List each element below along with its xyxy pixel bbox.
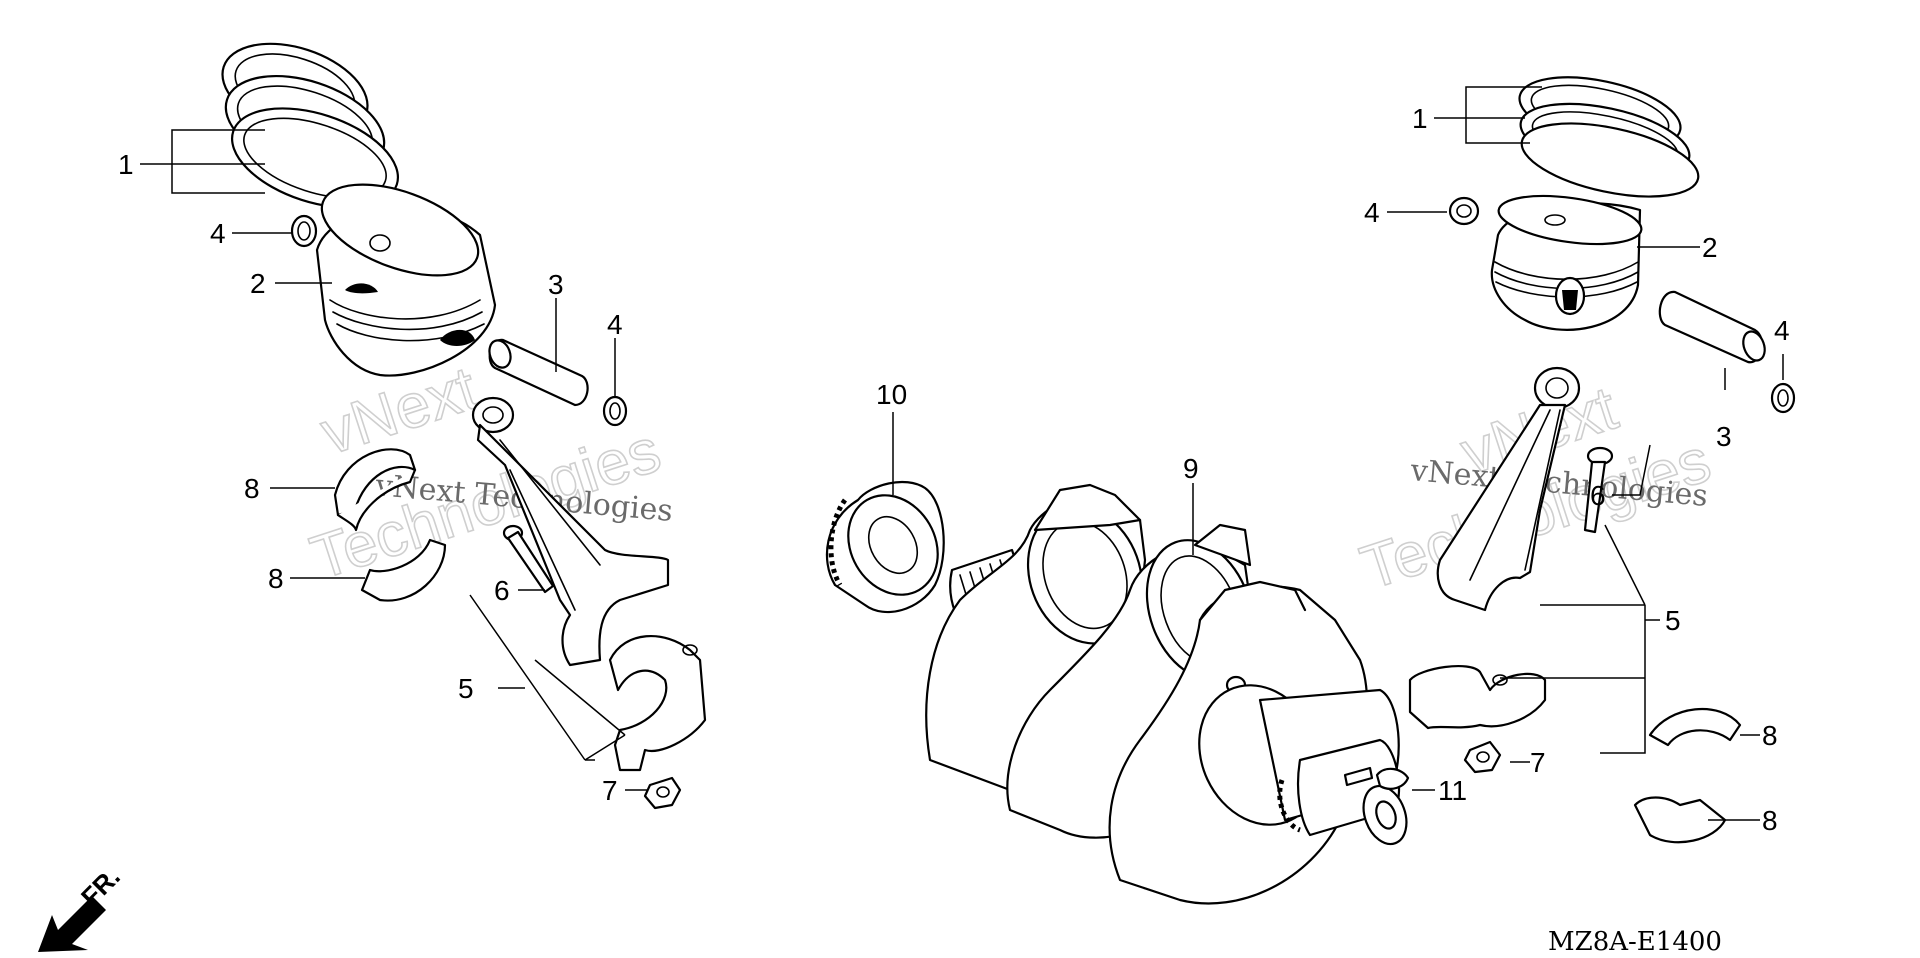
right-leader-lines: [1387, 86, 1784, 821]
right-bearing-upper: [1648, 707, 1742, 747]
right-rod-nut: [1463, 740, 1502, 774]
callout-left-5: 5: [458, 673, 474, 704]
right-circlip-upper: [1448, 196, 1480, 226]
callout-center-9: 9: [1183, 453, 1199, 484]
right-rod-bolt: [1583, 446, 1614, 534]
left-circlip-upper: [290, 214, 318, 248]
callout-left-2: 2: [250, 268, 266, 299]
center-leader-lines: [892, 412, 1435, 791]
right-piston-pin: [1658, 290, 1766, 364]
callout-left-1: 1: [118, 149, 134, 180]
right-circlip-lower: [1770, 382, 1796, 414]
callout-left-4b: 4: [607, 309, 623, 340]
front-direction-indicator: FR.: [38, 861, 126, 952]
callout-left-3: 3: [548, 269, 564, 300]
left-piston-rings: [221, 42, 400, 209]
front-direction-label: FR.: [75, 861, 126, 912]
woodruff-key: [1375, 767, 1410, 790]
callout-left-7: 7: [602, 775, 618, 806]
callout-left-8a: 8: [244, 473, 260, 504]
callout-right-7: 7: [1530, 747, 1546, 778]
left-circlip-lower: [602, 395, 628, 427]
callout-right-4a: 4: [1364, 197, 1380, 228]
left-rod-cap: [608, 634, 707, 772]
callout-right-3: 3: [1716, 421, 1732, 452]
left-bearing-upper: [333, 448, 417, 532]
front-direction-arrow-icon: [38, 896, 106, 952]
callout-right-4b: 4: [1774, 315, 1790, 346]
right-rod-cap: [1408, 665, 1547, 730]
callout-right-8b: 8: [1762, 805, 1778, 836]
left-connecting-rod: [471, 396, 670, 667]
left-leader-lines: [140, 129, 648, 791]
callout-left-6: 6: [494, 575, 510, 606]
callout-labels: 1 4 2 3 4 8 8 6 5 7 1 4 2 4 3 6 5 7 8 8 …: [118, 103, 1790, 836]
callout-right-2: 2: [1702, 232, 1718, 263]
left-piston-pin: [488, 338, 589, 407]
callout-right-1: 1: [1412, 103, 1428, 134]
left-rod-bolt: [502, 524, 555, 594]
callout-right-5: 5: [1665, 605, 1681, 636]
callout-left-8b: 8: [268, 563, 284, 594]
right-piston-rings: [1518, 76, 1700, 198]
callout-right-8a: 8: [1762, 720, 1778, 751]
diagram-code: MZ8A-E1400: [1548, 927, 1722, 957]
callout-center-10: 10: [876, 379, 907, 410]
left-piston: [315, 183, 497, 377]
right-connecting-rod: [1436, 366, 1581, 612]
callout-right-6: 6: [1590, 480, 1606, 511]
callout-center-11: 11: [1438, 775, 1467, 806]
crankshaft: [925, 483, 1408, 905]
right-piston: [1490, 194, 1643, 331]
callout-left-4a: 4: [210, 218, 226, 249]
left-bearing-lower: [360, 538, 447, 602]
left-rod-nut: [643, 776, 682, 810]
primary-drive-gear: [825, 480, 945, 614]
